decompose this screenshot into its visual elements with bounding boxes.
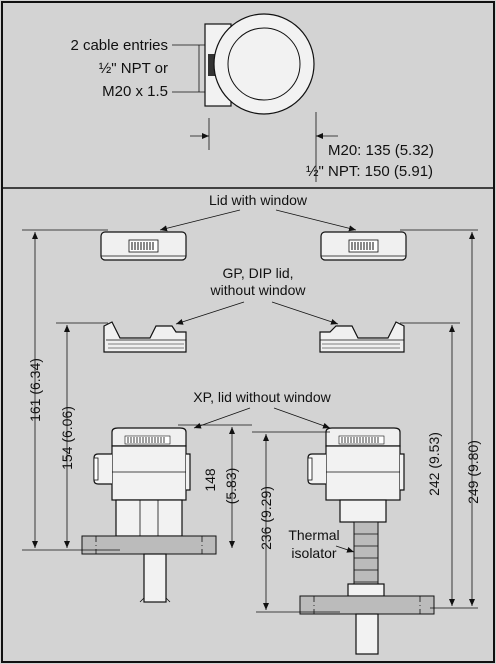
device-left: [81, 427, 217, 603]
dim-242: 242 (9.53): [426, 432, 442, 496]
extension-lines: [22, 229, 478, 613]
dim-161: 161 (6.34): [27, 358, 43, 422]
top-view-housing: [204, 13, 315, 115]
gp-dip-label-2: without window: [210, 282, 307, 298]
cable-entries-label-2: ½" NPT or: [99, 60, 168, 77]
lid-with-window-label: Lid with window: [209, 192, 308, 208]
npt-dimension: ½" NPT: 150 (5.91): [306, 163, 433, 180]
gp-dip-lid-left: [103, 321, 187, 353]
lid-with-window-right: [320, 231, 407, 261]
gp-dip-lid-right: [319, 321, 405, 353]
dim-249: 249 (9.80): [465, 440, 481, 504]
xp-lid-label: XP, lid without window: [193, 389, 331, 405]
dim-236: 236 (9.29): [258, 486, 274, 550]
m20-dimension: M20: 135 (5.32): [328, 142, 434, 159]
thermal-label-2: isolator: [291, 545, 336, 561]
dim-148: 148: [202, 468, 218, 492]
lid-with-window-left: [100, 231, 187, 261]
dim-154: 154 (6.06): [59, 406, 75, 470]
device-right: [299, 427, 435, 655]
dim-148-in: (5.83): [223, 468, 239, 505]
gp-dip-label-1: GP, DIP lid,: [222, 265, 293, 281]
width-dimension: [190, 112, 338, 182]
cable-entries-label-3: M20 x 1.5: [102, 83, 168, 100]
thermal-label-1: Thermal: [288, 527, 339, 543]
cable-entries-label-1: 2 cable entries: [70, 37, 168, 54]
cable-entry-leaders: [172, 44, 205, 93]
